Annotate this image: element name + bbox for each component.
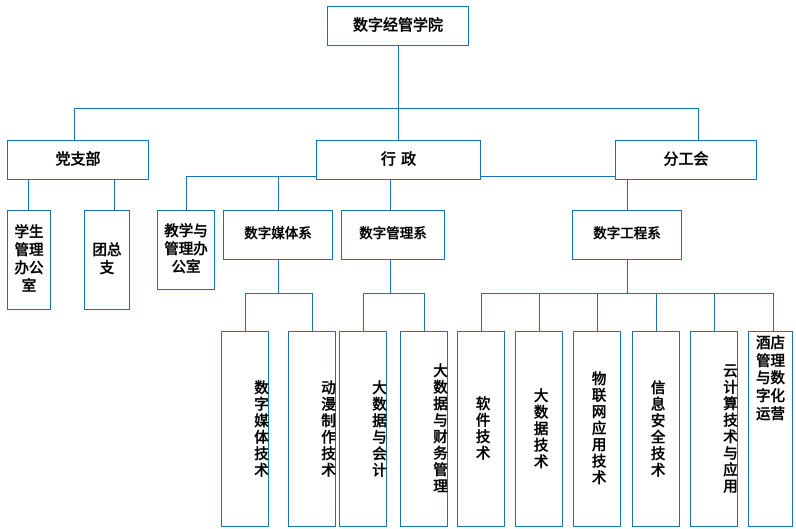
connector-to-major-digital-media-tech <box>245 293 246 331</box>
connector-to-major-animation <box>312 293 313 331</box>
connector-root-down <box>398 46 399 108</box>
connector-to-teaching-office <box>186 176 187 210</box>
connector-to-student-office <box>28 173 29 210</box>
node-major-bigdata-tech[interactable]: 大数据技术 <box>515 331 563 527</box>
node-digital-media-dept[interactable]: 数字媒体系 <box>223 210 333 260</box>
node-teaching-management-office[interactable]: 教学与管理办公室 <box>157 210 215 290</box>
connector-management-bus <box>363 293 424 294</box>
connector-to-major-bigdata-tech <box>539 293 540 331</box>
node-youth-league-branch[interactable]: 团总支 <box>84 210 130 310</box>
connector-media-down <box>278 260 279 293</box>
connector-to-union-branch <box>698 108 699 140</box>
connector-to-major-bigdata-finance <box>424 293 425 331</box>
node-major-bigdata-finance[interactable]: 大数据与财务管理 <box>400 331 448 527</box>
node-major-software-tech[interactable]: 软件技术 <box>457 331 505 527</box>
connector-to-major-hotel <box>773 293 774 331</box>
node-party-branch[interactable]: 党支部 <box>7 140 149 180</box>
node-major-cloud-computing[interactable]: 云计算技术与应用 <box>690 331 738 527</box>
node-major-animation-production[interactable]: 动漫制作技术 <box>288 331 336 527</box>
connector-media-bus <box>245 293 312 294</box>
connector-to-major-software <box>481 293 482 331</box>
node-major-hotel-digital-ops[interactable]: 酒店管理与数字化运营 <box>748 331 793 527</box>
connector-to-administration <box>398 108 399 140</box>
connector-management-down <box>390 260 391 293</box>
node-major-info-security[interactable]: 信息安全技术 <box>632 331 680 527</box>
connector-to-digital-management-dept <box>390 176 391 210</box>
node-digital-engineering-dept[interactable]: 数字工程系 <box>572 210 682 260</box>
connector-to-league-branch <box>114 173 115 210</box>
connector-to-digital-engineering-dept <box>627 176 628 210</box>
node-digital-management-dept[interactable]: 数字管理系 <box>341 210 445 260</box>
connector-to-major-iot <box>597 293 598 331</box>
node-major-iot-application[interactable]: 物联网应用技术 <box>573 331 621 527</box>
node-root[interactable]: 数字经管学院 <box>327 6 469 46</box>
connector-to-major-bigdata-accounting <box>363 293 364 331</box>
connector-engineering-bus <box>481 293 773 294</box>
connector-level2-bus <box>74 108 699 109</box>
connector-engineering-down <box>627 260 628 293</box>
connector-to-digital-media-dept <box>278 176 279 210</box>
node-student-affairs-office[interactable]: 学生管理办公室 <box>7 210 51 310</box>
connector-to-party-branch <box>74 108 75 140</box>
node-administration[interactable]: 行 政 <box>316 140 481 180</box>
connector-to-major-cloud <box>714 293 715 331</box>
node-major-bigdata-accounting[interactable]: 大数据与会计 <box>339 331 387 527</box>
node-major-digital-media-tech[interactable]: 数字媒体技术 <box>221 331 269 527</box>
node-union-branch[interactable]: 分工会 <box>615 140 757 180</box>
connector-to-major-info-security <box>656 293 657 331</box>
